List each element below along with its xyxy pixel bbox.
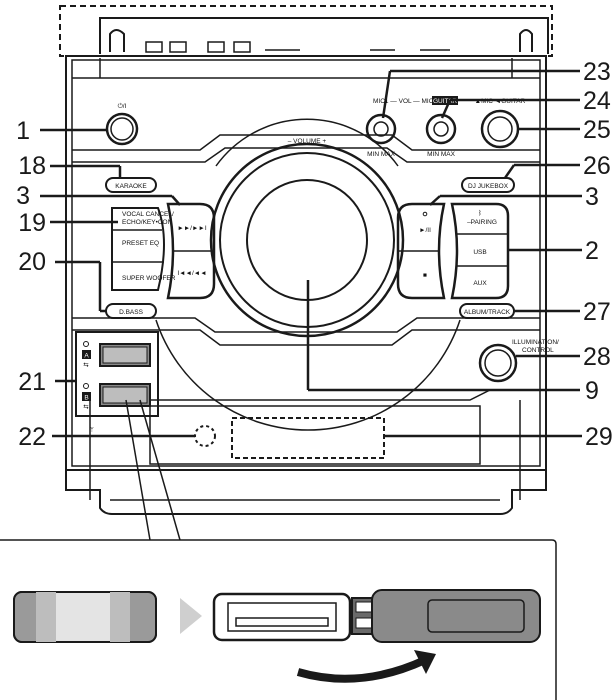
play-pause-button[interactable]: ►/II	[419, 227, 431, 234]
play-stop-pill	[396, 202, 446, 300]
mic1-volume-knob[interactable]	[365, 113, 397, 145]
callout-26: 26	[583, 152, 611, 180]
body-outline	[65, 55, 547, 471]
remote-sensor	[194, 425, 216, 447]
callout-25: 25	[583, 116, 611, 144]
callout-2: 2	[585, 237, 599, 265]
mic-vol-label: MIC1 — VOL — MIC2	[373, 98, 437, 105]
top-slot-1	[145, 41, 163, 53]
aux-button[interactable]: AUX	[473, 280, 487, 287]
callout-1: 1	[16, 117, 30, 145]
top-hook-right	[519, 29, 533, 52]
preset-eq-label: PRESET EQ	[122, 240, 159, 247]
display-window	[231, 417, 385, 459]
lower-arc	[155, 319, 461, 431]
callout-21: 21	[18, 368, 46, 396]
insert-arrow-head	[414, 650, 436, 674]
skip-buttons-pill	[166, 202, 216, 300]
power-icon: ⏻/I	[118, 103, 127, 110]
stop-button[interactable]: ■	[423, 272, 427, 279]
port-a-label: A	[84, 353, 89, 360]
illumination-knob[interactable]	[478, 343, 518, 383]
insert-arrow	[296, 656, 427, 683]
minmax-label-1: MIN MAX	[367, 151, 395, 158]
dj-jukebox-button[interactable]	[461, 177, 515, 193]
vocal-cancel-label: VOCAL CANCEL/	[122, 211, 174, 218]
callout-24: 24	[583, 87, 611, 115]
arrow-icon	[180, 598, 202, 634]
body-base	[65, 470, 547, 515]
top-frame	[99, 17, 549, 54]
usb-a-icon: ⇆	[83, 362, 89, 369]
callout-20: 20	[18, 248, 46, 276]
mic2-volume-knob[interactable]	[425, 113, 457, 145]
lower-chevron-line	[72, 317, 540, 333]
callout-lines	[40, 69, 582, 438]
pairing-label[interactable]: –PAIRING	[467, 219, 497, 226]
karaoke-label: KARAOKE	[115, 183, 147, 190]
top-slot-4	[233, 41, 251, 53]
callout-3-right: 3	[585, 183, 599, 211]
minmax-label-2: MIN MAX	[427, 151, 455, 158]
rf-icon: ᛘ	[90, 426, 94, 434]
bluetooth-icon: ᛒ	[478, 209, 482, 217]
usb-ports-frame	[75, 331, 159, 417]
volume-label: – VOLUME +	[288, 138, 327, 145]
callout-19: 19	[18, 209, 46, 237]
callout-9: 9	[585, 377, 599, 405]
illumination-label: ILLUMINATION/	[512, 339, 559, 346]
top-slot-2	[169, 41, 187, 53]
source-pill	[450, 202, 510, 300]
control-label: CONTROL	[522, 347, 554, 354]
callout-18: 18	[18, 152, 46, 180]
usb-stick-inserting	[351, 589, 541, 643]
callout-29: 29	[585, 423, 612, 451]
top-slot-3	[207, 41, 225, 53]
usb-button[interactable]: USB	[473, 249, 486, 256]
top-hook-left	[109, 29, 125, 52]
album-track-label: ALBUM/TRACK	[464, 309, 511, 316]
zoom-inset-frame	[0, 539, 557, 700]
top-dashed-region	[59, 5, 553, 57]
dbass-label: D.BASS	[119, 309, 144, 316]
mic-guitar-label: ▲MIC ◄GUITAR	[475, 98, 526, 105]
callout-27: 27	[583, 298, 611, 326]
callout-28: 28	[583, 343, 611, 371]
usb-b-icon: ⇆	[83, 404, 89, 411]
upper-chevron-line	[72, 134, 540, 151]
usb-stick-capped	[13, 591, 157, 643]
callout-22: 22	[18, 423, 46, 451]
callout-3-left: 3	[16, 182, 30, 210]
port-b-label: B	[84, 395, 88, 402]
super-woofer-label: SUPER WOOFER	[122, 275, 176, 282]
next-button[interactable]: ►►/►►I	[177, 225, 207, 232]
karaoke-button[interactable]	[105, 177, 157, 193]
guitar-label: GUITAR	[433, 98, 457, 105]
left-effects-panel	[111, 207, 165, 291]
prev-button[interactable]: I◄◄/◄◄	[177, 270, 206, 277]
dj-jukebox-label: DJ JUKEBOX	[468, 183, 509, 190]
echo-key-label: ECHO/KEY•CON	[122, 219, 173, 226]
callout-23: 23	[583, 58, 611, 86]
usb-port-closeup	[212, 592, 352, 642]
